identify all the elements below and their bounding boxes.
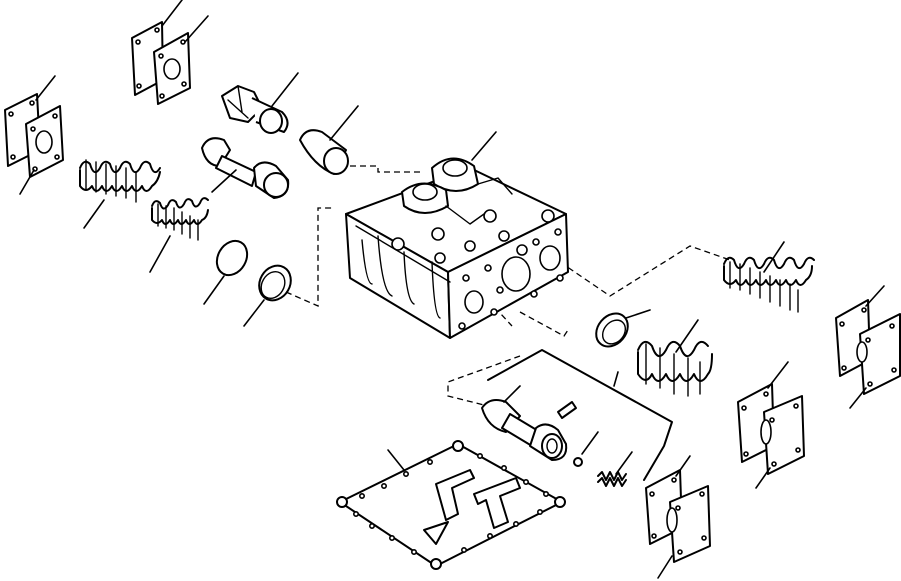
- leader-line: [184, 15, 209, 43]
- leader-line: [149, 235, 171, 273]
- detent-spring: [597, 471, 627, 487]
- cover-plate-left-front: [25, 105, 64, 178]
- leader-line: [657, 555, 673, 579]
- leader-line: [849, 387, 867, 409]
- leader-line: [243, 299, 265, 327]
- leader-line: [675, 455, 691, 477]
- leader-line: [625, 309, 651, 319]
- leader-line: [161, 0, 183, 27]
- leader-line: [271, 72, 299, 107]
- leader-line: [35, 75, 56, 101]
- leader-line: [471, 131, 497, 161]
- spring-small-left: [151, 197, 209, 241]
- spring-large-left: [79, 159, 161, 203]
- disc-left-1: [215, 239, 249, 277]
- cover-plate-top-left-front: [153, 32, 191, 105]
- ball: [573, 457, 583, 467]
- valve-body: [345, 157, 569, 339]
- leader-line: [581, 431, 599, 455]
- sleeve: [299, 129, 349, 175]
- leader-line: [865, 285, 885, 307]
- leader-line: [503, 385, 521, 403]
- leader-line: [211, 169, 237, 193]
- leader-line: [767, 361, 789, 389]
- cover-plate-right-middle-front: [760, 395, 805, 475]
- spool-lower: [481, 399, 568, 461]
- cover-plate-lower-front: [666, 485, 711, 563]
- leader-line: [387, 449, 405, 471]
- spring-right-upper: [723, 256, 815, 313]
- spring-right-large: [637, 340, 713, 397]
- leader-line: [763, 241, 785, 273]
- disc-left-2: [258, 264, 292, 302]
- plug-fitting: [221, 85, 289, 134]
- group-bracket: [487, 349, 673, 481]
- leader-line: [675, 319, 699, 353]
- cover-plate-right-upper-front: [856, 313, 901, 395]
- leader-line: [755, 467, 771, 489]
- leader-line: [329, 105, 359, 141]
- leader-line: [19, 169, 35, 195]
- leader-line: [83, 199, 105, 229]
- leader-line: [203, 275, 225, 305]
- pin: [557, 401, 577, 419]
- base-plate: [336, 440, 566, 570]
- disc-right: [595, 312, 629, 348]
- leader-line: [615, 451, 633, 475]
